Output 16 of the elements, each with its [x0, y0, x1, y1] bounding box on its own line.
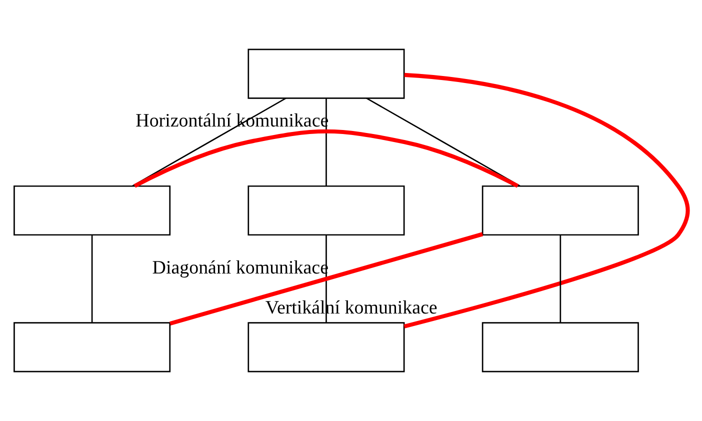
connector	[91, 235, 93, 323]
connector	[404, 72, 690, 328]
node-box	[248, 185, 405, 236]
connector	[170, 232, 484, 326]
connector	[366, 98, 520, 187]
node-box	[482, 322, 639, 372]
node-box	[248, 48, 405, 99]
connector	[132, 98, 286, 187]
node-box	[14, 185, 171, 236]
node-box	[248, 322, 405, 372]
connector	[134, 129, 519, 188]
node-box	[14, 322, 171, 372]
connector	[326, 98, 327, 186]
connector	[560, 235, 562, 323]
connector	[326, 235, 327, 323]
node-box	[482, 185, 639, 236]
